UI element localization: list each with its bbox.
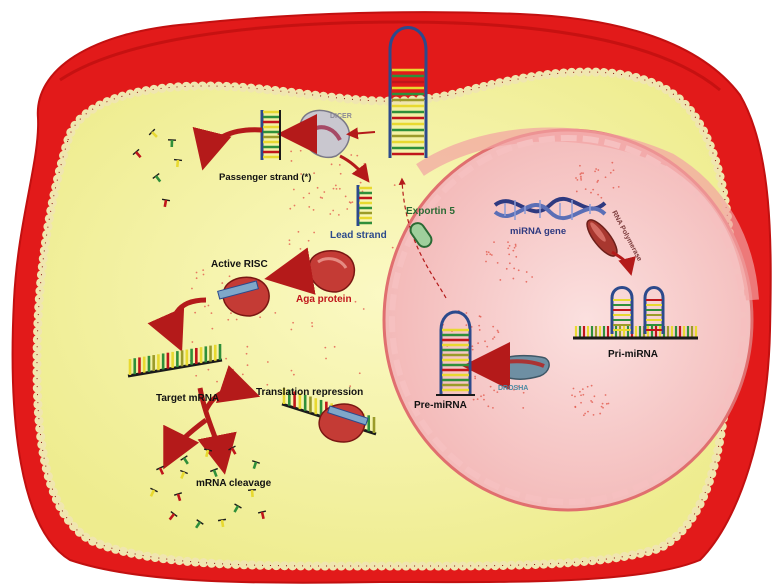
nucleus — [382, 127, 759, 512]
translation-repression-label: Translation repression — [256, 387, 363, 398]
risc-complex-icon — [217, 276, 270, 317]
drosha-enzyme-icon — [493, 354, 550, 380]
passenger-strand-duplex — [260, 110, 281, 160]
target-mrna — [127, 344, 223, 378]
pri-mirna-structure — [573, 286, 698, 340]
mrna-cleavage-label: mRNA cleavage — [196, 478, 272, 489]
exportin-icon — [409, 222, 433, 248]
active-risc-label: Active RISC — [211, 259, 268, 270]
dicer-label: DICER — [330, 113, 352, 120]
translation-repression-complex — [281, 388, 377, 443]
target-mrna-label: Target mRNA — [156, 393, 219, 404]
passenger-strand-label: Passenger strand (*) — [219, 172, 311, 183]
aga-protein-label: Aga protein — [296, 294, 352, 305]
exportin-label: Exportin 5 — [406, 206, 455, 217]
cleaved-fragments — [132, 128, 267, 529]
lead-strand — [356, 185, 372, 226]
pri-mirna-label: Pri-miRNA — [608, 349, 658, 360]
pre-mirna-hairpin — [436, 310, 475, 396]
cytoplasmic-pre-mirna — [388, 26, 428, 158]
dna-helix-icon — [493, 196, 607, 221]
drosha-label: DROSHA — [498, 385, 528, 392]
lead-strand-label: Lead strand — [330, 230, 387, 241]
mirna-gene-label: miRNA gene — [510, 226, 566, 237]
pre-mirna-label: Pre-miRNA — [414, 400, 467, 411]
